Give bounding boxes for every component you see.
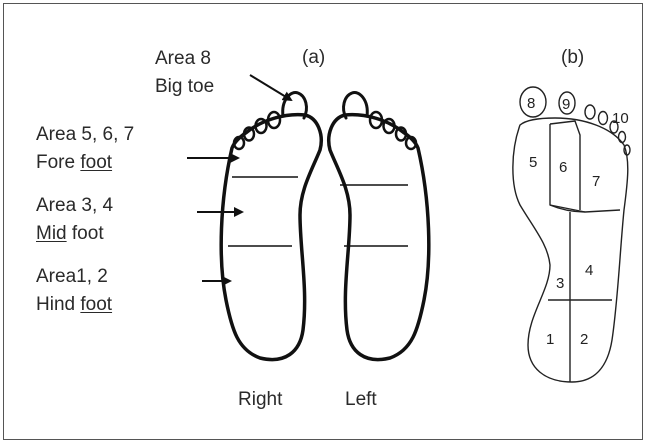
fore-foot-label-area: Area 5, 6, 7 <box>36 123 134 146</box>
hind-foot-label-area: Area1, 2 <box>36 265 108 288</box>
panel-label-b: (b) <box>561 46 584 69</box>
big-toe-label-area: Area 8 <box>155 47 211 70</box>
panel-label-a: (a) <box>302 46 325 69</box>
zone-5: 5 <box>529 154 537 171</box>
mid-foot-label-name: Mid foot <box>36 222 104 245</box>
zoned-foot-map <box>513 87 630 382</box>
zone-7: 7 <box>592 173 600 190</box>
mid-foot-label-area: Area 3, 4 <box>36 194 113 217</box>
zone-3: 3 <box>556 275 564 292</box>
left-foot <box>329 92 429 359</box>
zone-8: 8 <box>527 95 535 112</box>
zone-1: 1 <box>546 331 554 348</box>
zone-6: 6 <box>559 159 567 176</box>
fore-foot-label-name: Fore foot <box>36 151 112 174</box>
left-foot-label: Left <box>345 388 377 411</box>
zone-10: 10 <box>612 110 629 127</box>
hind-foot-label-name: Hind foot <box>36 293 112 316</box>
right-foot-label: Right <box>238 388 282 411</box>
big-toe-label-name: Big toe <box>155 75 214 98</box>
annotation-arrows <box>187 75 291 281</box>
zone-9: 9 <box>562 96 570 113</box>
zone-4: 4 <box>585 262 593 279</box>
right-foot <box>221 92 321 359</box>
zone-2: 2 <box>580 331 588 348</box>
